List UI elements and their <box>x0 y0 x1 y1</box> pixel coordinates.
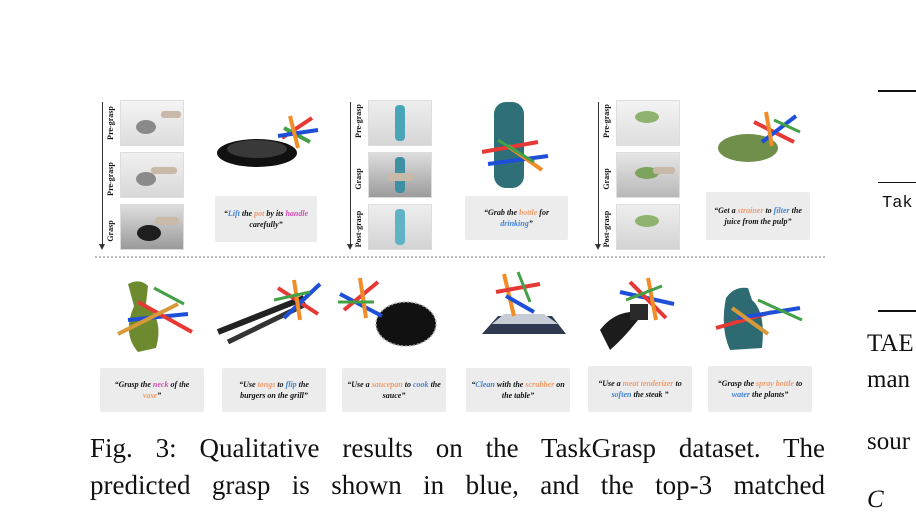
stage-label: Pre-grasp <box>354 104 363 138</box>
caption-lift-pot: “Lift the pot by its handle carefully” <box>215 196 317 242</box>
stage-label: Grasp <box>354 168 363 190</box>
caption-grasp-vase: “Grasp the neck of the vase” <box>100 368 204 412</box>
figure-caption: Fig. 3: Qualitative results on the TaskG… <box>90 430 825 504</box>
photo-bottle-pregrasp <box>368 100 432 146</box>
table-mid-rule <box>878 182 916 183</box>
photo-pot-grasp <box>120 204 184 250</box>
time-arrow <box>99 102 105 250</box>
time-arrow <box>347 102 353 250</box>
photo-bottle-grasp <box>368 152 432 198</box>
photo-strainer-postgrasp <box>616 204 680 250</box>
caption-text: “Grasp the spray bottle to water the pla… <box>717 379 803 399</box>
photo-strainer-pregrasp <box>616 100 680 146</box>
tenderizer-pointcloud-grasp <box>590 274 690 359</box>
bottle-sequence: Pre-grasp Grasp Post-grasp <box>338 94 432 250</box>
text-fragment: C <box>867 486 884 513</box>
stage-label: Pre-grasp <box>106 106 115 140</box>
caption-text: “Grasp the neck of the vase” <box>114 380 190 400</box>
caption-use-tenderizer: “Use a meat tenderizer to soften the ste… <box>588 366 692 412</box>
photo-bottle-postgrasp <box>368 204 432 250</box>
caption-clean-scrubber: “Clean with the scrubber on the table” <box>466 368 570 412</box>
caption-grab-bottle: “Grab the bottle for drinking” <box>465 196 568 240</box>
text-fragment: sour <box>867 428 911 455</box>
stage-label: Pre-grasp <box>106 162 115 196</box>
pot-sequence: Pre-grasp Pre-grasp Grasp <box>90 94 184 250</box>
caption-text: “Clean with the scrubber on the table” <box>471 380 565 400</box>
spray-bottle-pointcloud-grasp <box>708 278 808 361</box>
stage-label: Post-grasp <box>602 210 611 248</box>
bottle-pointcloud-grasp <box>478 96 558 197</box>
table-bottom-rule <box>878 310 916 312</box>
vase-pointcloud-grasp <box>108 274 200 363</box>
scrubber-pointcloud-grasp <box>474 266 574 355</box>
caption-use-saucepan: “Use a saucepan to cook the sauce” <box>342 368 446 412</box>
stage-label: Pre-grasp <box>602 104 611 138</box>
strainer-pointcloud-grasp <box>710 102 806 177</box>
time-arrow <box>595 102 601 250</box>
caption-text: “Grab the bottle for drinking” <box>483 208 550 228</box>
row-divider <box>95 256 825 258</box>
stage-label: Grasp <box>602 168 611 190</box>
caption-get-strainer: “Get a strainer to filter the juice from… <box>706 192 810 240</box>
strainer-sequence: Pre-grasp Grasp Post-grasp <box>586 94 680 250</box>
text-fragment: TAE <box>867 330 914 357</box>
table-cell-fragment: Tak <box>882 194 913 213</box>
qualitative-results-figure: Pre-grasp Pre-grasp Grasp “Lift the pot … <box>90 88 825 418</box>
caption-use-tongs: “Use tongs to flip the burgers on the gr… <box>222 368 326 412</box>
caption-text: “Lift the pot by its handle carefully” <box>223 209 309 229</box>
caption-grasp-spray-bottle: “Grasp the spray bottle to water the pla… <box>708 366 812 412</box>
caption-text: “Use a saucepan to cook the sauce” <box>347 380 441 400</box>
stage-label: Grasp <box>106 220 115 242</box>
text-fragment: man <box>867 366 911 393</box>
caption-line: Fig. 3: Qualitative results on the TaskG… <box>90 433 825 463</box>
photo-strainer-grasp <box>616 152 680 198</box>
saucepan-pointcloud-grasp <box>334 274 444 359</box>
photo-pot-pregrasp-2 <box>120 152 184 198</box>
caption-text: “Use a meat tenderizer to soften the ste… <box>598 379 682 399</box>
stage-label: Post-grasp <box>354 210 363 248</box>
pot-pointcloud-grasp <box>212 108 324 183</box>
caption-text: “Use tongs to flip the burgers on the gr… <box>239 380 309 400</box>
photo-pot-pregrasp-1 <box>120 100 184 146</box>
caption-text: “Get a strainer to filter the juice from… <box>714 206 802 226</box>
caption-line: predicted grasp is shown in blue, and th… <box>90 470 825 500</box>
table-top-rule <box>878 90 916 92</box>
tongs-pointcloud-grasp <box>214 274 326 351</box>
